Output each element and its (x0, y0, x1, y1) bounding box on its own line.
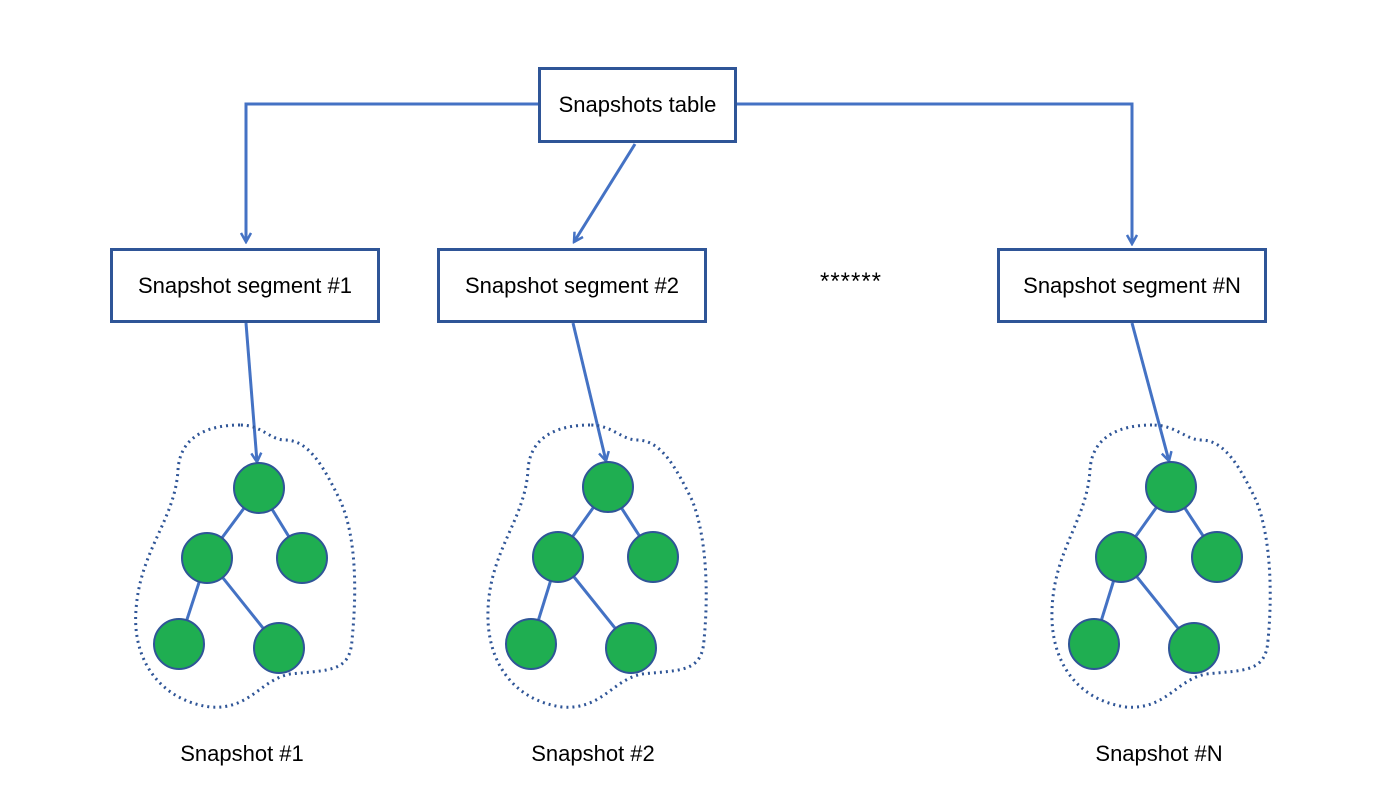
snapshot-segment-2-label: Snapshot segment #2 (464, 272, 680, 298)
tree-node (532, 531, 584, 583)
snapshot-1-dotted-outline (134, 423, 357, 709)
snapshot-segment-1-box: Snapshot segment #1 (110, 248, 380, 323)
snapshot-2-caption: Snapshot #2 (531, 741, 655, 766)
snapshot-segment-2-box: Snapshot segment #2 (437, 248, 707, 323)
snapshot-segment-1-label: Snapshot segment #1 (137, 272, 353, 298)
tree-node (181, 532, 233, 584)
tree-node (1191, 531, 1243, 583)
segment-ellipsis: ****** (819, 268, 883, 295)
tree-node (605, 622, 657, 674)
tree-node (253, 622, 305, 674)
tree-node (505, 618, 557, 670)
snapshot-n-caption: Snapshot #N (1095, 741, 1223, 766)
snapshots-table-label: Snapshots table (558, 92, 717, 117)
tree-node (582, 461, 634, 513)
tree-node (276, 532, 328, 584)
arrow-root-to-segment-n (737, 102, 1132, 244)
snapshot-n-tree (1050, 423, 1272, 709)
snapshots-table-box: Snapshots table (538, 67, 737, 143)
arrow-segment-2-to-snapshot-2 (571, 322, 606, 461)
tree-node (627, 531, 679, 583)
snapshot-2-tree (486, 423, 708, 709)
arrow-segment-n-to-snapshot-n (1130, 322, 1169, 461)
tree-node (233, 462, 285, 514)
tree-node (1095, 531, 1147, 583)
snapshot-segment-n-label: Snapshot segment #N (1023, 272, 1241, 298)
tree-node (153, 618, 205, 670)
snapshot-1-caption: Snapshot #1 (180, 741, 304, 766)
snapshot-2-dotted-outline (486, 423, 708, 709)
snapshot-segment-n-box: Snapshot segment #N (997, 248, 1267, 323)
tree-node (1145, 461, 1197, 513)
tree-node (1068, 618, 1120, 670)
arrow-segment-1-to-snapshot-1 (244, 322, 257, 462)
arrow-root-to-segment-2 (574, 143, 637, 242)
snapshot-1-tree (134, 423, 357, 709)
snapshot-n-dotted-outline (1050, 423, 1272, 709)
arrow-root-to-segment-1 (246, 102, 538, 242)
tree-node (1168, 622, 1220, 674)
